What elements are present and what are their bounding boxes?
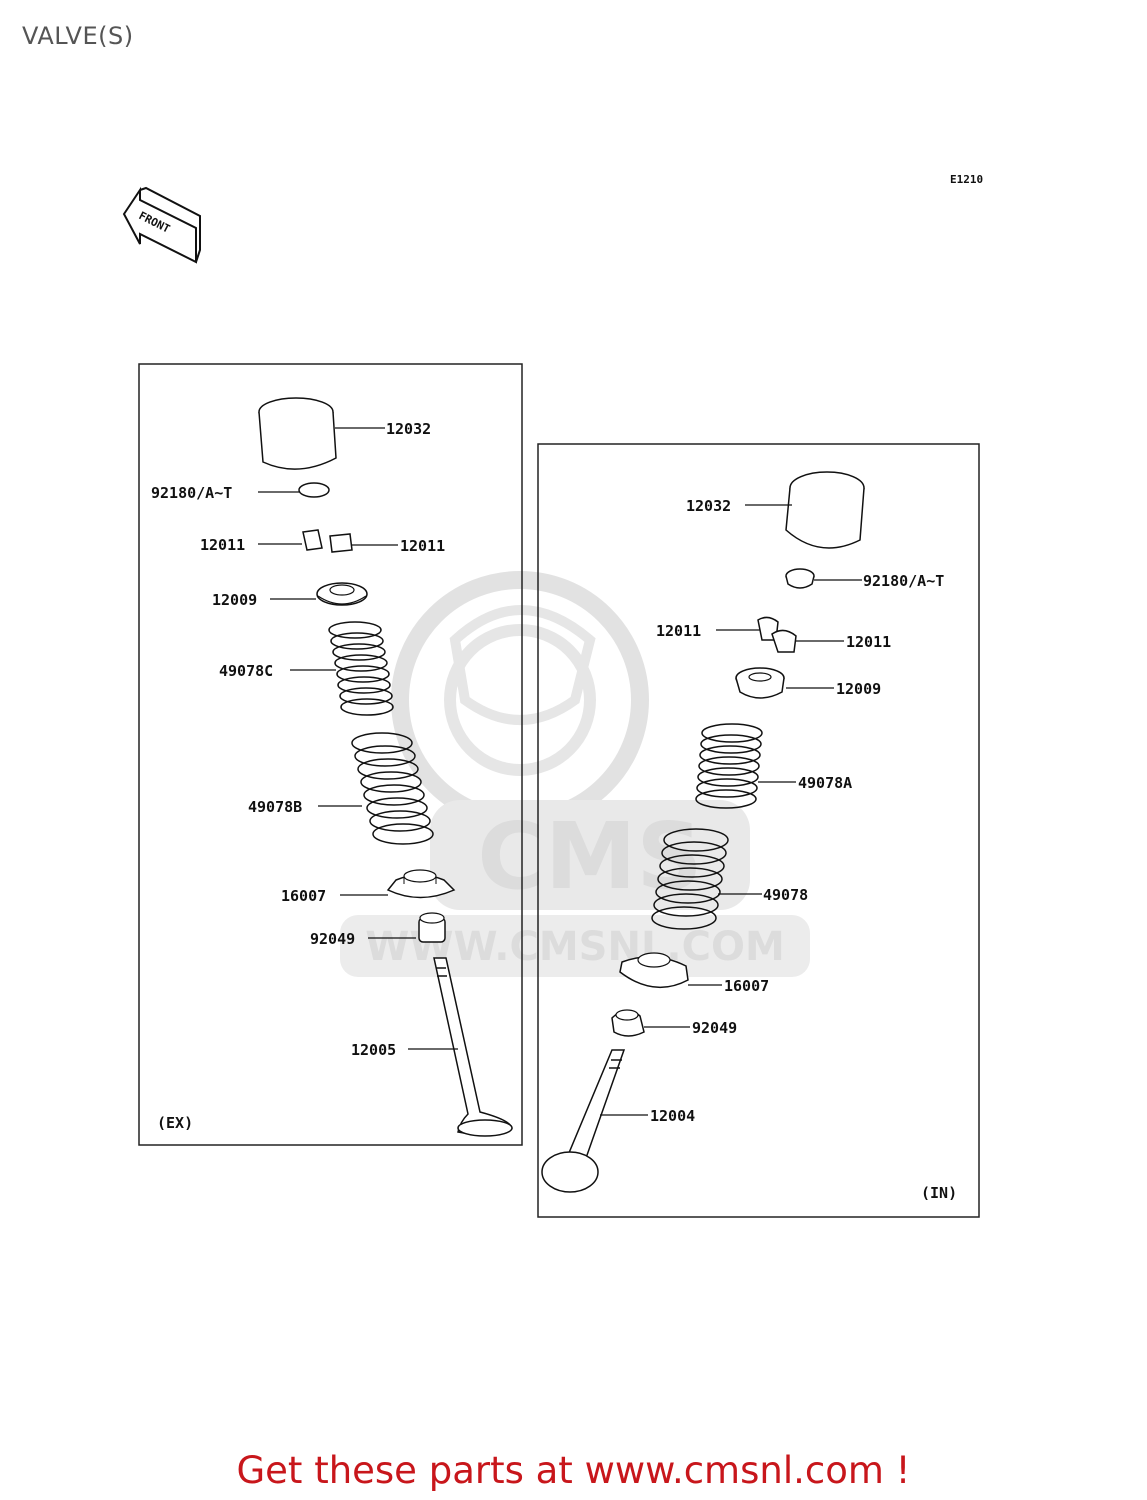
spring-seat-icon (386, 869, 456, 899)
part-label-in-9: 12004 (650, 1107, 695, 1125)
part-label-ex-6: 49078B (248, 798, 302, 816)
stem-seal-icon (418, 912, 446, 943)
inner-spring-icon (328, 621, 394, 716)
part-label-in-7: 16007 (724, 977, 769, 995)
shim-icon (298, 482, 330, 498)
diagram-code: E1210 (950, 173, 983, 186)
intake-panel: 12032 92180/A~T 12011 12011 12009 (537, 443, 980, 1218)
exhaust-valve-icon (433, 957, 513, 1137)
part-label-ex-9: 12005 (351, 1041, 396, 1059)
outer-spring-icon (351, 732, 434, 845)
spring-retainer-icon (735, 667, 785, 699)
page-title: VALVE(S) (22, 22, 134, 50)
cms-watermark: CMS WWW.CMSNL.COM (340, 571, 810, 977)
tappet-icon (258, 397, 337, 470)
outer-spring-icon (651, 828, 729, 930)
panel-label-in: (IN) (921, 1184, 957, 1202)
shim-icon (785, 568, 815, 589)
part-label-in-6: 49078 (763, 886, 808, 904)
part-label-in-2: 12011 (656, 622, 701, 640)
panel-label-ex: (EX) (157, 1114, 193, 1132)
cta-link[interactable]: Get these parts at www.cmsnl.com ! (236, 1449, 911, 1492)
part-label-ex-3: 12011 (400, 537, 445, 555)
part-label-ex-4: 12009 (212, 591, 257, 609)
part-label-in-8: 92049 (692, 1019, 737, 1037)
part-label-ex-7: 16007 (281, 887, 326, 905)
inner-spring-icon (695, 723, 763, 809)
spring-retainer-icon (316, 582, 368, 606)
part-label-ex-2: 12011 (200, 536, 245, 554)
intake-valve-icon (541, 1049, 626, 1193)
part-label-ex-8: 92049 (310, 930, 355, 948)
part-label-ex-1: 92180/A~T (151, 484, 232, 502)
spring-seat-icon (619, 952, 689, 989)
cotter-icon (302, 529, 323, 551)
part-label-in-3: 12011 (846, 633, 891, 651)
front-arrow-icon: FRONT (122, 186, 201, 264)
part-label-in-1: 92180/A~T (863, 572, 944, 590)
part-label-in-4: 12009 (836, 680, 881, 698)
tappet-icon (785, 471, 865, 549)
part-label-ex-0: 12032 (386, 420, 431, 438)
cotter-icon (771, 629, 797, 653)
stem-seal-icon (611, 1009, 645, 1037)
part-label-in-0: 12032 (686, 497, 731, 515)
cotter-icon (329, 533, 353, 553)
part-label-ex-5: 49078C (219, 662, 273, 680)
watermark-brand: CMS (477, 803, 702, 910)
exhaust-panel: 12032 92180/A~T 12011 12011 12009 49078C (138, 363, 523, 1146)
part-label-in-5: 49078A (798, 774, 852, 792)
